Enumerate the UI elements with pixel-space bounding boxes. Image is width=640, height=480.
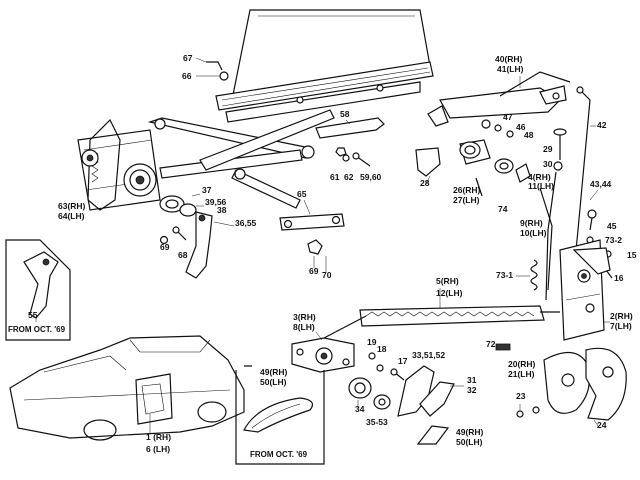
part-label-p3655: 36,55 (235, 218, 257, 228)
part-label-p32: 32 (467, 385, 477, 395)
part-label-p19: 19 (367, 337, 377, 347)
part-label-p49a: 49(RH) (260, 367, 288, 377)
part-label-p69b: 69 (309, 266, 319, 276)
part-label-p46: 46 (516, 122, 526, 132)
part-label-p62: 62 (344, 172, 354, 182)
part-label-p67: 67 (183, 53, 193, 63)
inside-handle-3-8 (291, 315, 367, 373)
part-label-p24: 24 (597, 420, 607, 430)
callout-handle-55 (5, 239, 71, 341)
part-label-p10: 10(LH) (520, 228, 547, 238)
part-label-p65: 65 (297, 189, 307, 199)
part-label-p74: 74 (498, 204, 508, 214)
bracket-65 (279, 199, 345, 272)
part-label-p12: 12(LH) (436, 288, 463, 298)
part-label-p11: 11(LH) (528, 181, 554, 191)
part-label-p34: 34 (355, 404, 365, 414)
part-label-p23: 23 (516, 391, 526, 401)
bracket-58 (315, 117, 385, 139)
window-regulator (77, 109, 335, 211)
screws-17-19 (368, 352, 405, 381)
part-label-p40: 40(RH) (495, 54, 523, 64)
part-label-p29: 29 (543, 144, 553, 154)
outside-handle-20-24 (543, 347, 627, 427)
part-label-p5: 5(RH) (436, 276, 459, 286)
part-label-p26: 26(RH) (453, 185, 481, 195)
part-label-p16: 16 (614, 273, 624, 283)
key-cylinder (415, 139, 531, 197)
part-label-p70: 70 (322, 270, 332, 280)
part-label-p55: 55 (28, 310, 38, 320)
part-label-p64: 64(LH) (58, 211, 85, 221)
lock-lever-40-41 (427, 71, 571, 127)
part-label-p45: 45 (607, 221, 617, 231)
part-label-p20: 20(RH) (508, 359, 536, 369)
remote-rod-5-12 (359, 288, 560, 327)
part-label-p47: 47 (503, 112, 513, 122)
part-label-p731: 73-1 (496, 270, 513, 280)
part-label-p69a: 69 (160, 242, 170, 252)
part-label-p8: 8(LH) (293, 322, 315, 332)
part-label-p17: 17 (398, 356, 408, 366)
part-label-p61: 61 (330, 172, 340, 182)
part-label-p4: 4(RH) (528, 172, 551, 182)
pin-29-clip-30 (553, 128, 567, 171)
part-label-p7: 7(LH) (610, 321, 632, 331)
escutcheon (348, 377, 391, 410)
part-label-p5960: 59,60 (360, 172, 382, 182)
part-label-p41: 41(LH) (497, 64, 524, 74)
rods-4-9 (539, 171, 557, 301)
bolts-59-62 (335, 147, 371, 167)
rod-42 (575, 86, 596, 251)
part-label-p3956: 39,56 (205, 197, 227, 207)
part-label-p42: 42 (597, 120, 607, 130)
screws-23 (516, 404, 540, 418)
part-label-p66: 66 (182, 71, 192, 81)
parts-46-48 (481, 119, 514, 138)
part-label-p30: 30 (543, 159, 553, 169)
part-label-p9: 9(RH) (520, 218, 543, 228)
part-label-p2: 2(RH) (610, 311, 633, 321)
part-label-p49b: 49(RH) (456, 427, 484, 437)
part-label-p72: 72 (486, 339, 496, 349)
part-label-p27: 27(LH) (453, 195, 480, 205)
part-label-p50a: 50(LH) (260, 377, 287, 387)
part-label-p38: 38 (217, 205, 227, 215)
part-label-p15: 15 (627, 250, 637, 260)
part-label-p28: 28 (420, 178, 430, 188)
callout-handle-49-50 (235, 365, 325, 465)
part-label-p48: 48 (524, 130, 534, 140)
part-label-p1: 1 (RH) (146, 432, 171, 442)
note-oct69-a: FROM OCT. '69 (8, 325, 66, 334)
part-label-p58: 58 (340, 109, 350, 119)
spring-73-1 (516, 259, 538, 291)
part-label-p4344: 43,44 (590, 179, 612, 189)
glass-channel (215, 61, 434, 123)
part-label-p3: 3(RH) (293, 312, 316, 322)
handle-assembly (159, 193, 235, 279)
part-label-p68: 68 (178, 250, 188, 260)
handles-31-49 (397, 365, 464, 445)
car-outline (9, 335, 245, 441)
part-label-p50b: 50(LH) (456, 437, 483, 447)
part-label-p335152: 33,51,52 (412, 350, 445, 360)
bolts-68-69 (159, 226, 187, 245)
note-oct69-b: FROM OCT. '69 (250, 450, 308, 459)
door-lock (559, 239, 611, 341)
part-label-p18: 18 (377, 344, 387, 354)
pin-72 (495, 343, 511, 351)
part-label-p31: 31 (467, 375, 477, 385)
part-label-p6: 6 (LH) (146, 444, 170, 454)
part-label-p3553: 35-53 (366, 417, 388, 427)
part-label-p21: 21(LH) (508, 369, 535, 379)
part-label-p732: 73-2 (605, 235, 622, 245)
part-label-p37: 37 (202, 185, 212, 195)
part-label-p63: 63(RH) (58, 201, 86, 211)
clip-66-67 (195, 57, 229, 81)
